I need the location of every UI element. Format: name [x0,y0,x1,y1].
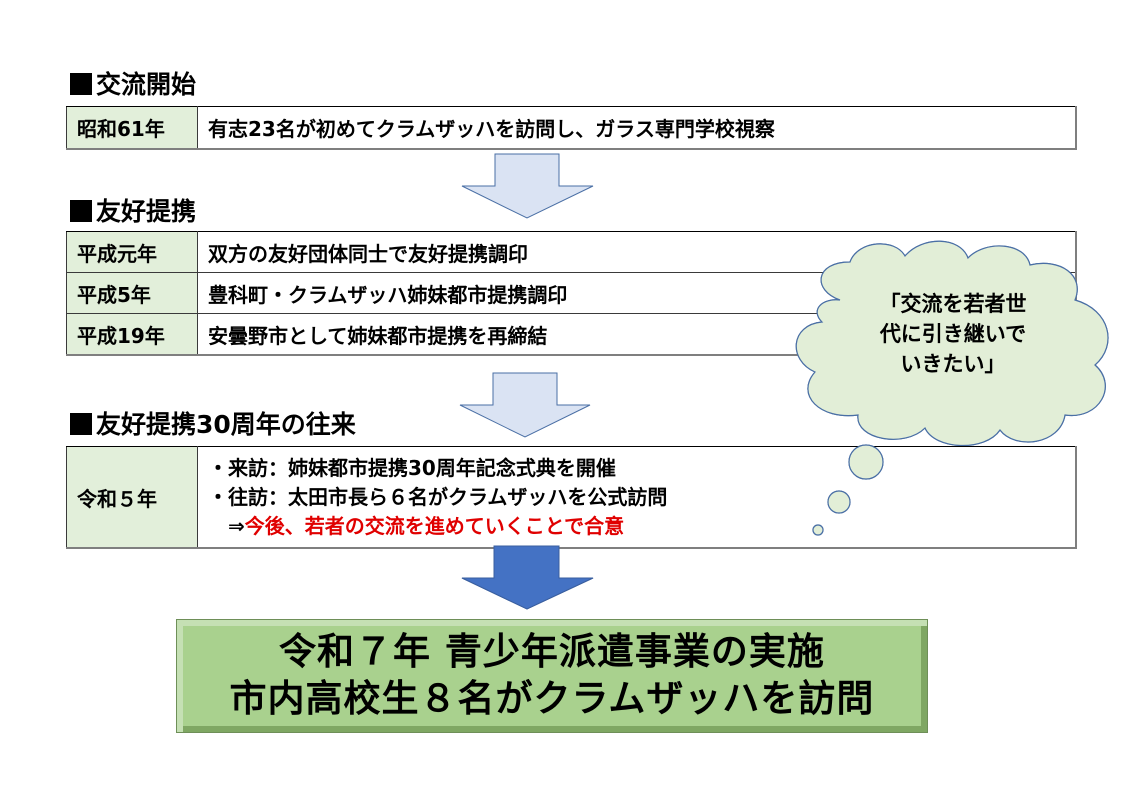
final-line-2: 市内高校生８名がクラムザッハを訪問 [229,677,875,720]
event-cell: 双方の友好団体同士で友好提携調印 [197,231,1077,273]
event-cell: ・来訪：姉妹都市提携30周年記念式典を開催 ・往訪：太田市長ら６名がクラムザッハ… [197,446,1077,549]
final-line-1: 令和７年 青少年派遣事業の実施 [279,630,825,673]
section-title-exchange-start: 交流開始 [70,70,196,100]
year-cell: 令和５年 [66,446,198,549]
final-outcome-box: 令和７年 青少年派遣事業の実施 市内高校生８名がクラムザッハを訪問 [176,619,928,733]
table-row: 昭和61年 有志23名が初めてクラムザッハを訪問し、ガラス専門学校視察 [66,106,1077,150]
section-title-30th-anniversary: 友好提携30周年の往来 [70,410,356,440]
event-line: ・来訪：姉妹都市提携30周年記念式典を開催 [208,455,616,480]
cloud-quote: 「交流を若者世 代に引き継いで いきたい」 [879,292,1027,376]
timeline-table-friendship-agreement: 平成元年 双方の友好団体同士で友好提携調印 平成5年 豊科町・クラムザッハ姉妹都… [66,231,1077,356]
table-row: 令和５年 ・来訪：姉妹都市提携30周年記念式典を開催 ・往訪：太田市長ら６名がク… [66,446,1077,549]
year-cell: 平成元年 [66,231,198,273]
square-bullet-icon [70,200,92,222]
year-cell: 平成5年 [66,272,198,314]
year-cell: 平成19年 [66,313,198,356]
down-arrow-icon [461,545,594,610]
section-title-friendship-agreement: 友好提携 [70,197,196,227]
table-row: 平成元年 双方の友好団体同士で友好提携調印 [66,231,1077,273]
down-arrow-icon [459,372,591,438]
timeline-table-30th-anniversary: 令和５年 ・来訪：姉妹都市提携30周年記念式典を開催 ・往訪：太田市長ら６名がク… [66,446,1077,549]
square-bullet-icon [70,73,92,95]
event-line: ・往訪：太田市長ら６名がクラムザッハを公式訪問 [208,484,668,509]
down-arrow-icon [461,153,594,219]
timeline-table-exchange-start: 昭和61年 有志23名が初めてクラムザッハを訪問し、ガラス専門学校視察 [66,106,1077,150]
event-cell: 有志23名が初めてクラムザッハを訪問し、ガラス専門学校視察 [197,106,1077,150]
event-line-agreement: ⇒今後、若者の交流を進めていくことで合意 [208,513,625,538]
square-bullet-icon [70,413,92,435]
year-cell: 昭和61年 [66,106,198,150]
